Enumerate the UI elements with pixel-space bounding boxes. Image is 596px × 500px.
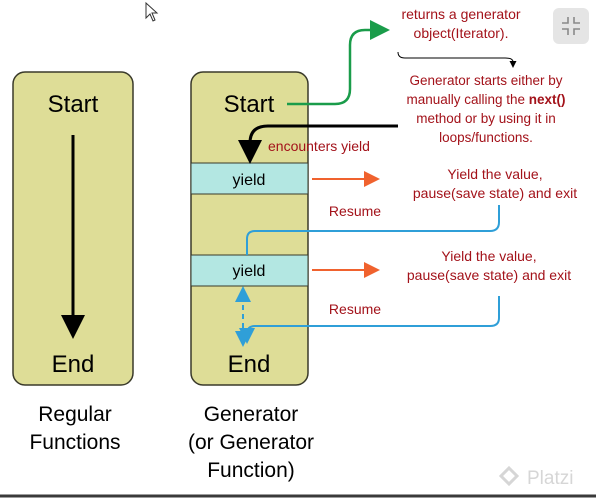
yield-label-2: yield [233,263,266,280]
yield-label-1: yield [233,172,266,189]
yield-value-2-line-1: Yield the value, [441,248,536,264]
resume-label-1: Resume [329,203,381,219]
resume-label-2: Resume [329,301,381,317]
starts-text-line-2: manually calling the next() [406,92,565,107]
yield-value-1-line-2: pause(save state) and exit [413,185,577,201]
mouse-cursor-icon [145,1,159,22]
starts-text-line-1: Generator starts either by [409,73,562,88]
generator-end-label: End [228,351,271,378]
generator-caption-line-3: Function) [207,459,295,482]
starts-text-line-4: loops/functions. [439,130,533,145]
collapse-icon [562,17,580,35]
generator-caption-line-2: (or Generator [188,431,314,454]
generator-caption-line-1: Generator [204,403,299,426]
platzi-logo-icon [498,465,520,487]
collapse-button[interactable] [553,8,589,44]
regular-end-label: End [52,351,95,378]
regular-caption-line-1: Regular [38,403,112,426]
yield-value-1-line-1: Yield the value, [447,166,542,182]
encounters-yield-text: encounters yield [268,138,370,154]
start-execution-arrow [238,124,398,164]
regular-start-label: Start [48,91,99,118]
generator-start-label: Start [224,91,275,118]
platzi-watermark-text: Platzi [527,468,573,489]
regular-function-panel: Start End [12,71,134,386]
return-iterator-arrow [287,20,390,106]
starts-text-line-3: method or by using it in [416,111,556,126]
returns-text-line-1: returns a generator [401,6,520,22]
regular-caption-line-2: Functions [29,431,120,454]
yield-box-1 [190,162,309,195]
returns-text-line-2: object(Iterator). [414,25,509,41]
resume-line-1 [246,205,500,255]
next-call-connector [397,51,517,68]
generator-panel-box [190,71,309,386]
platzi-watermark: Platzi [495,461,595,491]
generator-function-panel: Start yield yield End [190,71,309,386]
yield-value-2-line-2: pause(save state) and exit [407,267,571,283]
